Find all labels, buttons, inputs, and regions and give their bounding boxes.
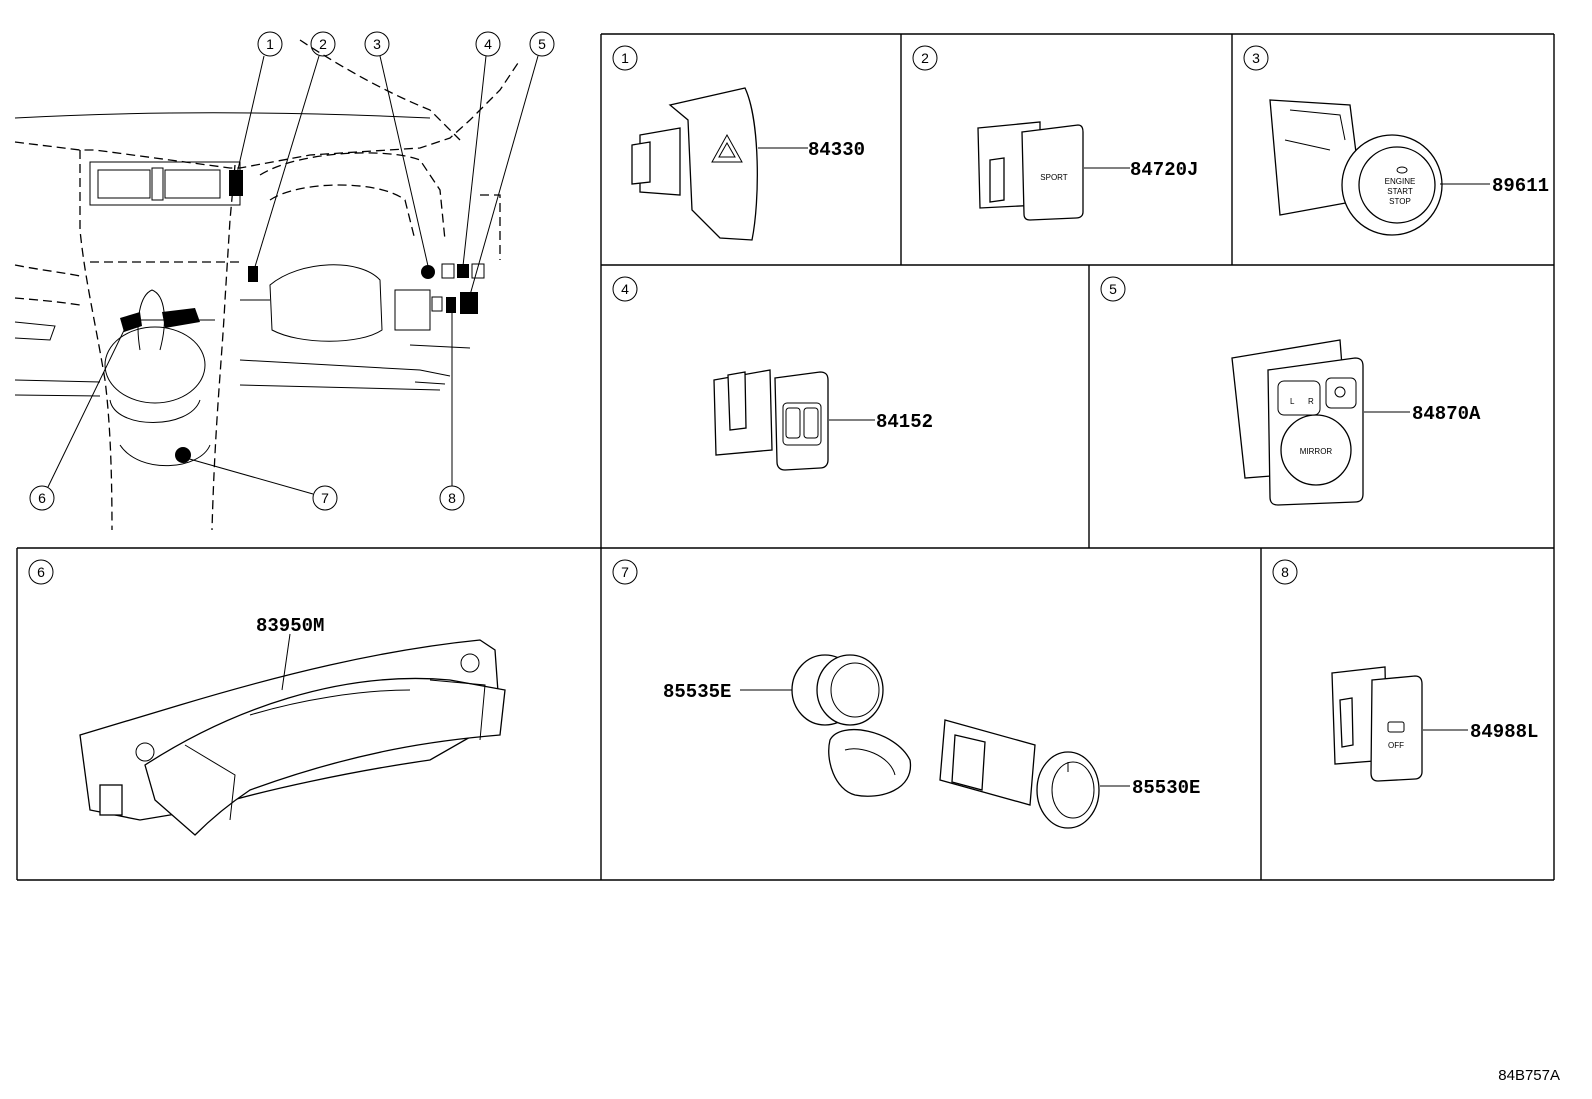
panel-7: 7 85535E 85530E (612, 559, 1200, 829)
mirror-left-label: L (1290, 397, 1295, 406)
callout-3: 3 (373, 36, 381, 52)
panel-6-index: 6 (37, 564, 45, 580)
panel-3: 3 ENGINE START STOP 89611 (1243, 45, 1549, 236)
callout-6: 6 (38, 490, 46, 506)
overview-callouts: 1 2 3 4 5 6 7 8 (29, 31, 555, 511)
sport-label: SPORT (1040, 173, 1068, 182)
callout-8: 8 (448, 490, 456, 506)
panel-2-index: 2 (921, 50, 929, 66)
outlet-cap-icon (791, 654, 911, 797)
part-number-84988L: 84988L (1470, 721, 1538, 743)
traction-off-switch-icon: OFF (1331, 666, 1423, 782)
part-number-84330: 84330 (808, 139, 865, 161)
mirror-switch-icon: L R MIRROR (1231, 339, 1364, 506)
control-switch-icon (713, 369, 829, 471)
start-stop-text-2: START (1387, 187, 1413, 196)
sport-switch-icon: SPORT (977, 121, 1084, 221)
callout-4: 4 (484, 36, 492, 52)
power-outlet-icon (939, 719, 1100, 829)
part-number-84152: 84152 (876, 411, 933, 433)
part-number-85530E: 85530E (1132, 777, 1200, 799)
panel-5: 5 L R MIRROR 84870A (1100, 276, 1481, 506)
panel-3-index: 3 (1252, 50, 1260, 66)
callout-5: 5 (538, 36, 546, 52)
start-stop-text-1: ENGINE (1385, 177, 1416, 186)
part-number-89611: 89611 (1492, 175, 1549, 197)
panel-4: 4 84152 (612, 276, 933, 471)
panel-5-index: 5 (1109, 281, 1117, 297)
mirror-label: MIRROR (1300, 447, 1333, 456)
off-label: OFF (1388, 741, 1404, 750)
shift-panel-icon (79, 639, 506, 836)
start-stop-text-3: STOP (1389, 197, 1411, 206)
part-number-83950M: 83950M (256, 615, 324, 637)
diagram-code: 84B757A (1498, 1067, 1560, 1084)
panel-8-index: 8 (1281, 564, 1289, 580)
callout-7: 7 (321, 490, 329, 506)
panel-4-index: 4 (621, 281, 629, 297)
panel-2: 2 SPORT 84720J (912, 45, 1198, 221)
panel-7-index: 7 (621, 564, 629, 580)
panel-grid (16, 33, 1555, 881)
dashboard-overview: 1 2 3 4 5 6 7 8 (14, 31, 555, 531)
start-stop-button-icon: ENGINE START STOP (1269, 99, 1443, 236)
callout-1: 1 (266, 36, 274, 52)
panel-1: 1 84330 (612, 45, 865, 241)
part-number-85535E: 85535E (663, 681, 731, 703)
callout-2: 2 (319, 36, 327, 52)
mirror-right-label: R (1308, 397, 1314, 406)
panel-8: 8 OFF 84988L (1272, 559, 1538, 782)
part-number-84870A: 84870A (1412, 403, 1481, 425)
panel-1-index: 1 (621, 50, 629, 66)
part-number-84720J: 84720J (1130, 159, 1198, 181)
panel-6: 6 83950M (28, 559, 506, 836)
hazard-switch-icon (631, 87, 758, 241)
